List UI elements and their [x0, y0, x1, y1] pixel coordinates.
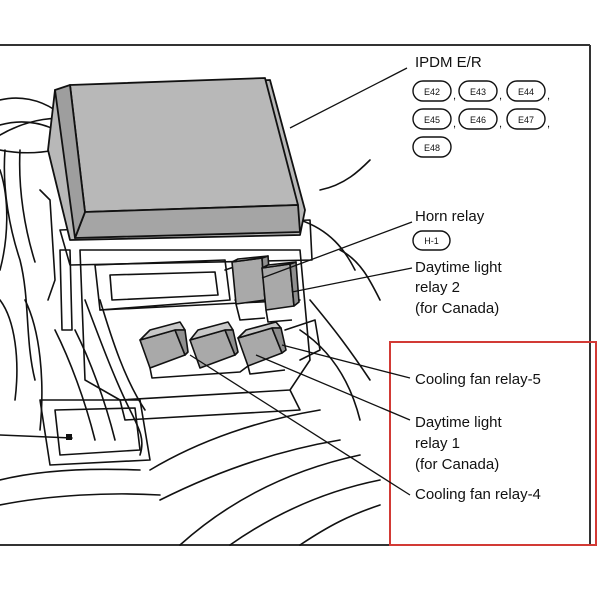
connector-label: E42: [424, 87, 440, 97]
connector-pill: [412, 136, 452, 158]
connector-label: E47: [518, 115, 534, 125]
daytime1-line2: relay 1: [415, 435, 460, 452]
ipdm-label-group: IPDM E/R E42, E43, E44, E45, E46, E47, E48: [412, 54, 550, 158]
connector-separator: ,: [453, 118, 456, 130]
horn-connector-pill: [412, 230, 451, 251]
connector-label: E46: [470, 115, 486, 125]
daytime1-line3: (for Canada): [415, 456, 499, 473]
connector-label: E48: [424, 143, 440, 153]
engine-compartment-illustration: [0, 97, 381, 546]
connector-separator: ,: [499, 118, 502, 130]
connector-pill: [506, 108, 546, 130]
lower-relays: [139, 321, 287, 379]
connector-label: E44: [518, 87, 534, 97]
connector-separator: ,: [499, 90, 502, 102]
cooling5-label: Cooling fan relay-5: [415, 371, 541, 388]
ipdm-cover: [47, 77, 306, 241]
connector-label: E45: [424, 115, 440, 125]
highlight-box: [389, 341, 597, 546]
cooling-fan-relay-5-label-group: Cooling fan relay-5: [415, 371, 541, 388]
horn-relay-label-group: Horn relay H-1: [412, 208, 485, 251]
connector-pill: [458, 80, 498, 102]
connector-pill: [458, 108, 498, 130]
daytime1-line1: Daytime light: [415, 414, 503, 431]
daytime2-line3: (for Canada): [415, 300, 499, 317]
connector-label: E43: [470, 87, 486, 97]
daytime2-line1: Daytime light: [415, 259, 503, 276]
connector-pill: [412, 108, 452, 130]
connector-pill: [412, 80, 452, 102]
connector-separator: ,: [547, 90, 550, 102]
cooling4-label: Cooling fan relay-4: [415, 486, 541, 503]
connector-separator: ,: [453, 90, 456, 102]
upper-relays: [231, 255, 300, 323]
daytime-light-relay-1-label-group: Daytime light relay 1 (for Canada): [415, 414, 503, 473]
horn-connector-label: H-1: [424, 236, 439, 246]
leader-lines: [189, 67, 413, 496]
daytime-light-relay-2-label-group: Daytime light relay 2 (for Canada): [415, 259, 503, 317]
cooling-fan-relay-4-label-group: Cooling fan relay-4: [415, 486, 541, 503]
daytime2-line2: relay 2: [415, 279, 460, 296]
connector-pill: [506, 80, 546, 102]
ipdm-title: IPDM E/R: [415, 54, 482, 71]
horn-relay-label: Horn relay: [415, 208, 485, 225]
connector-pills: E42, E43, E44, E45, E46, E47, E48: [412, 80, 550, 158]
connector-separator: ,: [547, 118, 550, 130]
